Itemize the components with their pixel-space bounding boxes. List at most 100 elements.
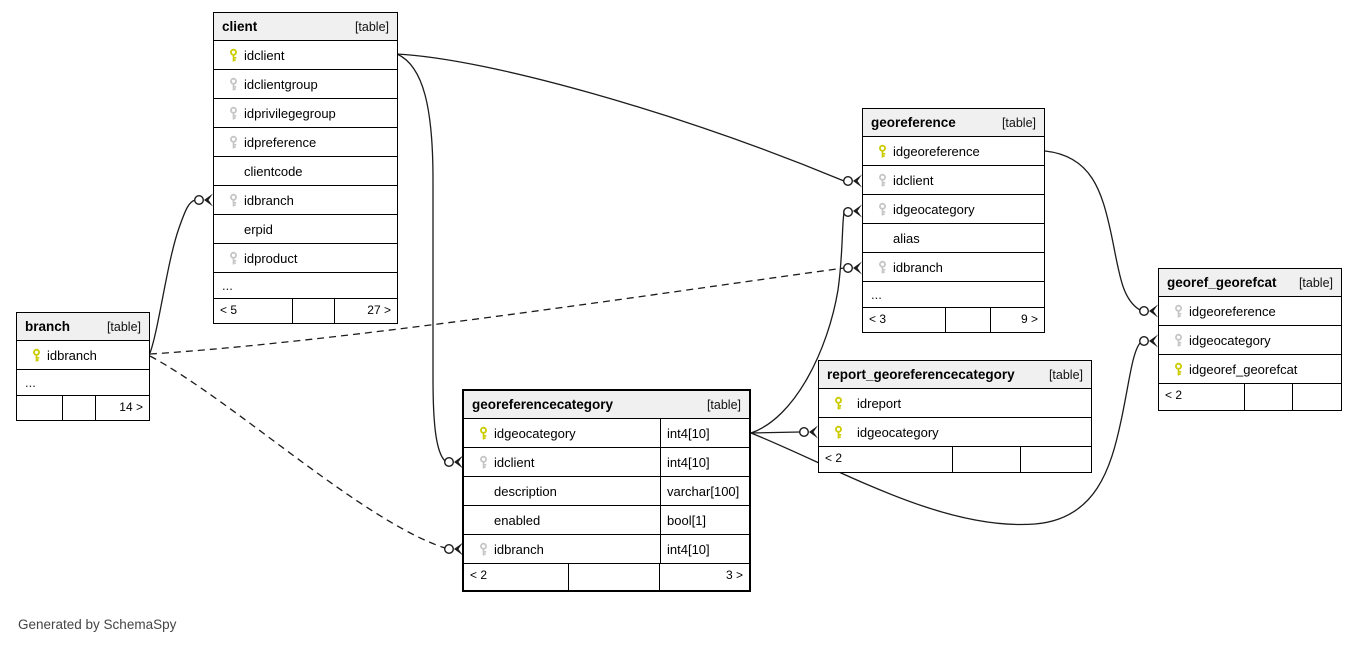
table-branch[interactable]: branch [table] idbranch ... 14 > bbox=[16, 312, 150, 421]
footer-spacer bbox=[946, 308, 991, 332]
connector-client-idbranch bbox=[193, 193, 213, 207]
column-type: int4[10] bbox=[660, 419, 749, 447]
column-name: idclient bbox=[494, 454, 535, 470]
footer-spacer bbox=[293, 299, 335, 323]
column-name: idbranch bbox=[47, 347, 97, 363]
edge-georeferencecategory-georefgeorefcat-idgeocategory bbox=[750, 342, 1141, 526]
connector-report-idgeocategory bbox=[799, 425, 818, 439]
table-footer: 14 > bbox=[17, 396, 149, 420]
column-row[interactable]: alias bbox=[863, 224, 1044, 253]
more-columns-indicator[interactable]: ... bbox=[863, 282, 1044, 308]
table-georeferencecategory-header[interactable]: georeferencecategory [table] bbox=[464, 391, 749, 419]
column-row[interactable]: idgeoreference bbox=[863, 137, 1044, 166]
more-columns-indicator[interactable]: ... bbox=[214, 273, 397, 299]
foreign-key-icon bbox=[871, 260, 893, 275]
column-row[interactable]: description varchar[100] bbox=[464, 477, 749, 506]
column-row[interactable]: idbranch bbox=[17, 341, 149, 370]
edge-client-georeferencecategory-idclient bbox=[396, 53, 446, 462]
column-row[interactable]: idproduct bbox=[214, 244, 397, 273]
table-georef-georefcat-header[interactable]: georef_georefcat [table] bbox=[1159, 269, 1341, 297]
column-name: idgeocategory bbox=[1189, 332, 1271, 348]
table-name: georef_georefcat bbox=[1167, 275, 1277, 290]
table-name: georeference bbox=[871, 115, 956, 130]
column-row[interactable]: idgeoreference bbox=[1159, 297, 1341, 326]
column-row[interactable]: idgeoref_georefcat bbox=[1159, 355, 1341, 384]
column-type: varchar[100] bbox=[660, 477, 749, 505]
connector-georeference-idgeocategory bbox=[843, 204, 862, 218]
table-tag: [table] bbox=[1048, 367, 1083, 382]
foreign-key-icon bbox=[472, 542, 494, 557]
foreign-key-icon bbox=[222, 106, 244, 121]
column-row[interactable]: idclient bbox=[863, 166, 1044, 195]
column-row[interactable]: clientcode bbox=[214, 157, 397, 186]
column-row[interactable]: idbranch bbox=[214, 186, 397, 215]
foreign-key-icon bbox=[1167, 304, 1189, 319]
column-row[interactable]: idclient bbox=[214, 41, 397, 70]
primary-key-icon bbox=[25, 348, 47, 363]
table-footer: < 2 bbox=[819, 447, 1091, 472]
column-row[interactable]: idgeocategory bbox=[1159, 326, 1341, 355]
table-georef-georefcat[interactable]: georef_georefcat [table] idgeoreference … bbox=[1158, 268, 1342, 411]
table-client[interactable]: client [table] idclient idclientgroup id… bbox=[213, 12, 398, 324]
column-name: erpid bbox=[244, 221, 273, 237]
column-row[interactable]: idgeocategory bbox=[863, 195, 1044, 224]
column-row[interactable]: idreport bbox=[819, 389, 1091, 418]
column-row[interactable]: idclientgroup bbox=[214, 70, 397, 99]
primary-key-icon bbox=[827, 425, 849, 440]
column-name: idclient bbox=[893, 172, 934, 188]
table-report-georeferencecategory[interactable]: report_georeferencecategory [table] idre… bbox=[818, 360, 1092, 473]
connector-georefgeorefcat-idgeocategory bbox=[1138, 334, 1158, 348]
edge-branch-georeferencecategory-idbranch bbox=[149, 355, 446, 549]
primary-key-icon bbox=[222, 48, 244, 63]
foreign-key-icon bbox=[1167, 333, 1189, 348]
crowfoot-connectors bbox=[193, 174, 1158, 556]
column-row[interactable]: idbranch bbox=[863, 253, 1044, 282]
column-name: clientcode bbox=[244, 163, 303, 179]
table-name: client bbox=[222, 19, 258, 34]
column-name: idprivilegegroup bbox=[244, 105, 336, 121]
table-report-georeferencecategory-header[interactable]: report_georeferencecategory [table] bbox=[819, 361, 1091, 389]
table-georeference[interactable]: georeference [table] idgeoreference idcl… bbox=[862, 108, 1045, 333]
edge-branch-georeference-idbranch bbox=[149, 267, 845, 355]
table-name: report_georeferencecategory bbox=[827, 367, 1015, 382]
footer-spacer bbox=[63, 396, 96, 420]
connector-georeference-idbranch bbox=[843, 261, 862, 275]
column-row[interactable]: idprivilegegroup bbox=[214, 99, 397, 128]
table-georeferencecategory[interactable]: georeferencecategory [table] idgeocatego… bbox=[462, 389, 751, 592]
table-footer: < 2 3 > bbox=[464, 564, 749, 590]
footer-children-count: < 5 bbox=[214, 299, 293, 323]
table-branch-header[interactable]: branch [table] bbox=[17, 313, 149, 341]
table-tag: [table] bbox=[354, 19, 389, 34]
footer-spacer bbox=[1245, 384, 1293, 410]
more-columns-indicator[interactable]: ... bbox=[17, 370, 149, 396]
column-type: bool[1] bbox=[660, 506, 749, 534]
column-name: alias bbox=[893, 230, 920, 246]
connector-georeferencecategory-idclient bbox=[444, 455, 463, 469]
table-footer: < 2 bbox=[1159, 384, 1341, 410]
connector-georeference-idclient bbox=[843, 174, 862, 188]
edge-georeferencecategory-georeference-idgeocategory bbox=[750, 212, 845, 434]
column-row[interactable]: idpreference bbox=[214, 128, 397, 157]
column-name: idclientgroup bbox=[244, 76, 318, 92]
table-tag: [table] bbox=[1298, 275, 1333, 290]
foreign-key-icon bbox=[871, 173, 893, 188]
column-name: description bbox=[494, 483, 557, 499]
column-row[interactable]: idgeocategory bbox=[819, 418, 1091, 447]
primary-key-icon bbox=[1167, 362, 1189, 377]
footer-children-count: < 3 bbox=[863, 308, 946, 332]
foreign-key-icon bbox=[871, 202, 893, 217]
primary-key-icon bbox=[472, 426, 494, 441]
footer-children-count: < 2 bbox=[1159, 384, 1245, 410]
column-row[interactable]: erpid bbox=[214, 215, 397, 244]
column-name: idbranch bbox=[893, 259, 943, 275]
table-client-header[interactable]: client [table] bbox=[214, 13, 397, 41]
edge-georeference-georefgeorefcat-idgeoreference bbox=[1044, 150, 1141, 311]
column-type: int4[10] bbox=[660, 535, 749, 563]
table-georeference-header[interactable]: georeference [table] bbox=[863, 109, 1044, 137]
